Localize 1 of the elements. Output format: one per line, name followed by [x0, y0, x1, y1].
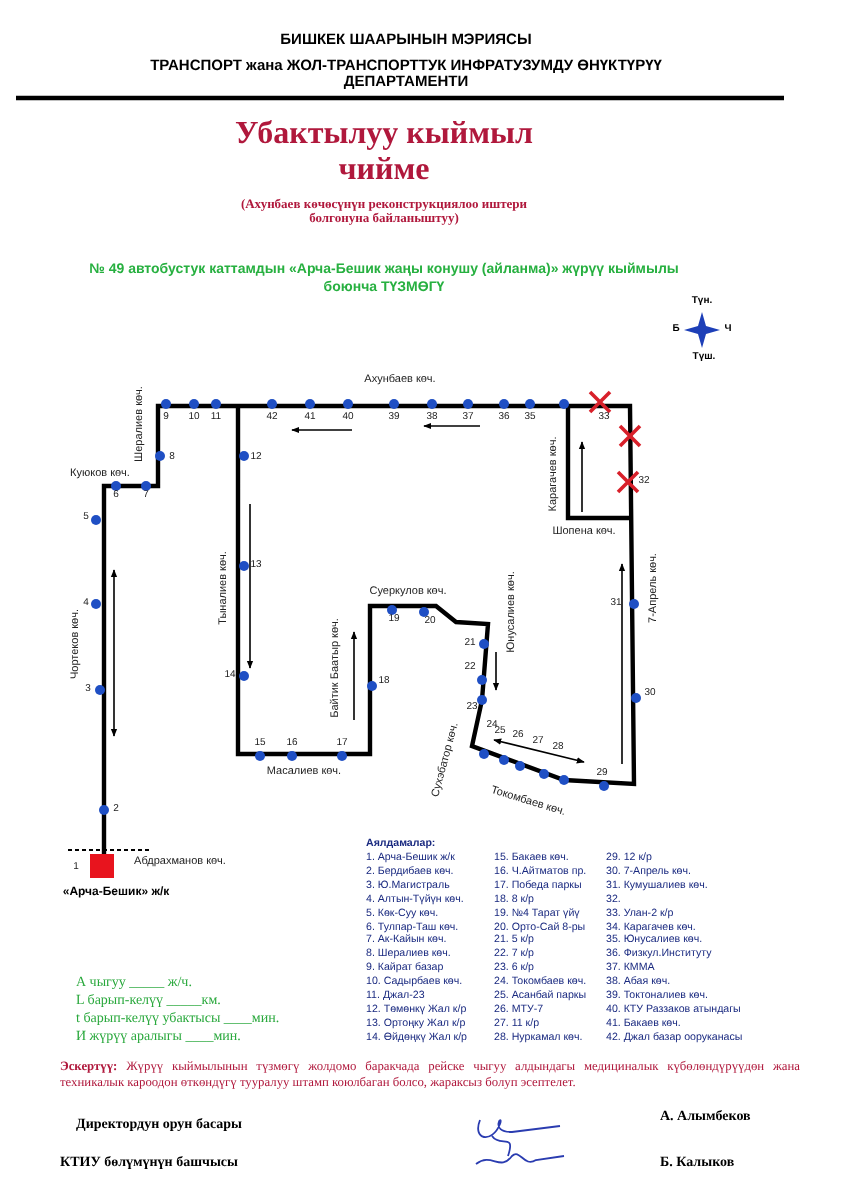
- title: Убактылуу кыймыл чийме: [233, 117, 535, 191]
